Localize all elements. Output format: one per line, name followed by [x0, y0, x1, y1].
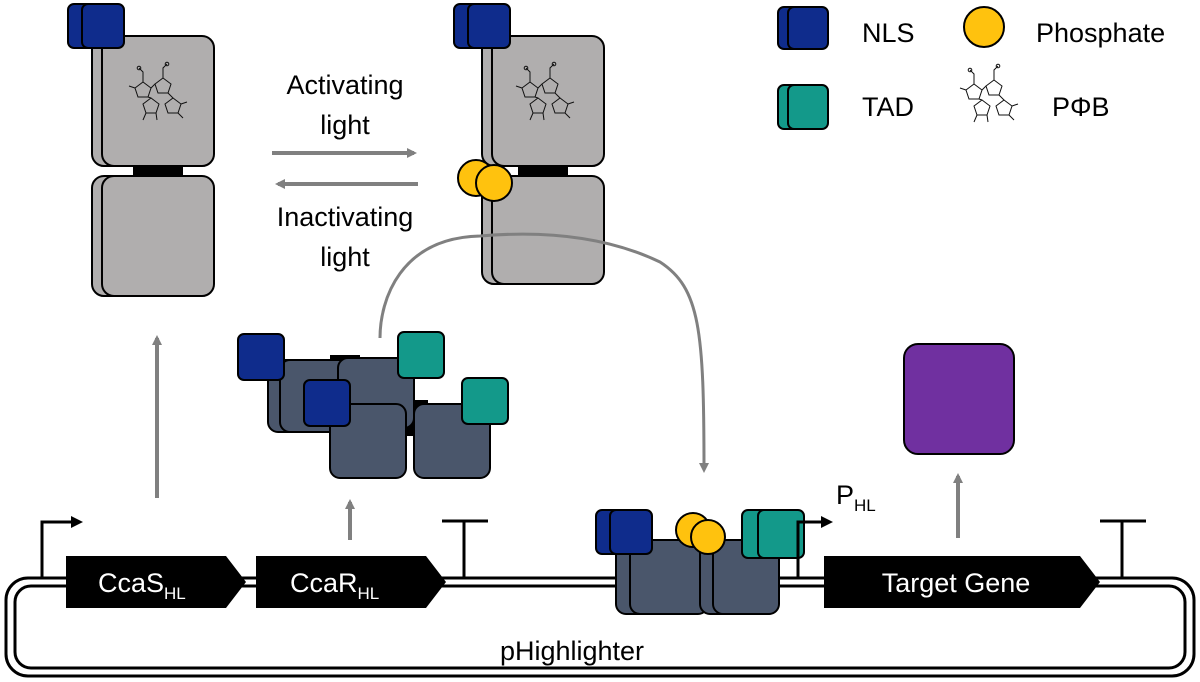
pfb-legend-label: PΦB	[1052, 92, 1110, 122]
tad-icon	[461, 377, 509, 425]
ccas-gene-label: CcaSHL	[98, 568, 186, 603]
light-transition: Activating light Inactivating light	[272, 70, 418, 272]
phl-promoter-arrow	[796, 516, 833, 578]
tad-legend-icon	[777, 84, 829, 130]
activating-light-label-1: Activating	[286, 70, 403, 100]
ccas-gene: CcaSHL	[66, 556, 246, 608]
legend: NLS Phosphate TAD PΦB	[777, 6, 1165, 130]
phosphate-legend-icon	[963, 6, 1005, 48]
ccas-active	[453, 3, 605, 285]
tad-icon	[741, 509, 805, 559]
phl-promoter-label: PHL	[836, 480, 876, 515]
nls-icon	[453, 3, 511, 49]
target-gene-label: Target Gene	[882, 568, 1031, 598]
nls-legend-icon	[777, 6, 829, 50]
nls-legend-label: NLS	[862, 18, 915, 48]
ccar-gene-label: CcaRHL	[290, 568, 379, 603]
ccas-promoter-arrow	[40, 516, 83, 578]
terminator-1	[442, 519, 488, 578]
inactivating-light-label-2: light	[320, 242, 370, 272]
phosphate-icon	[675, 512, 726, 555]
nls-icon	[237, 333, 285, 381]
phosphate-icon	[457, 159, 513, 202]
target-protein	[903, 343, 1015, 455]
pfb-legend-icon	[959, 63, 1019, 123]
ccas-inactive	[67, 3, 215, 297]
plasmid-backbone	[4, 576, 1196, 678]
ccar-bound	[595, 509, 805, 615]
nls-icon	[67, 3, 125, 49]
ccar-free	[237, 331, 509, 479]
terminator-2	[1100, 519, 1146, 578]
plasmid-name: pHighlighter	[500, 636, 644, 666]
inactivating-light-label-1: Inactivating	[277, 202, 414, 232]
phosphate-legend-label: Phosphate	[1036, 18, 1165, 48]
phosphotransfer-arrow	[378, 232, 709, 473]
ccar-gene: CcaRHL	[256, 556, 446, 608]
activating-light-label-2: light	[320, 110, 370, 140]
target-gene: Target Gene	[824, 556, 1100, 608]
tad-icon	[397, 331, 445, 379]
nls-icon	[303, 379, 351, 427]
nls-icon	[595, 509, 653, 555]
tad-legend-label: TAD	[862, 92, 914, 122]
